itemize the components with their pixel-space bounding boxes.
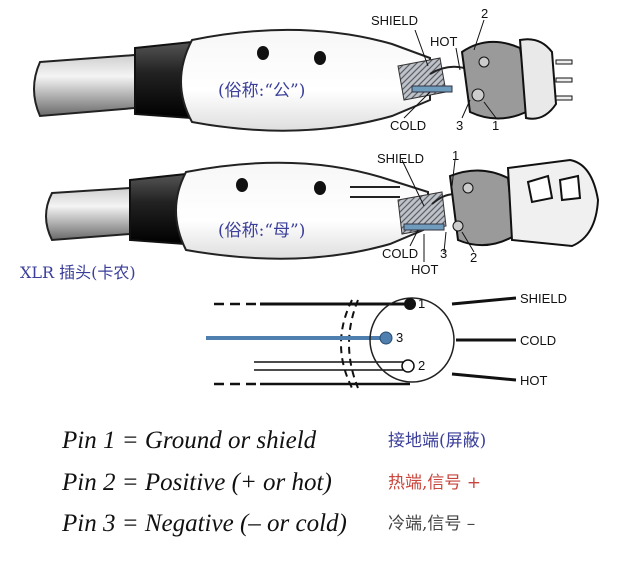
- schematic-pin2-label: 2: [418, 358, 425, 373]
- leader-line: [401, 159, 425, 207]
- female-screw-hole: [236, 178, 248, 192]
- male-label-pin1: 1: [492, 118, 499, 133]
- leader-line: [461, 231, 475, 253]
- title-cn: XLR 插头(卡农): [20, 263, 136, 282]
- male-end: [518, 38, 558, 120]
- male-pin-screw: [471, 88, 485, 102]
- female-label-pin2: 2: [470, 250, 477, 265]
- legend-pin3-zh: 冷端,信号 –: [388, 514, 475, 534]
- male-caption: (俗称:“公”): [218, 81, 305, 101]
- male-shell: [180, 28, 431, 132]
- schematic-pin1-label: 1: [418, 296, 425, 311]
- male-pin: [555, 77, 573, 83]
- schematic-connector-circle: [369, 297, 455, 383]
- female-cable: [45, 186, 131, 242]
- male-cold-wire: [411, 85, 453, 93]
- female-connector: (俗称:“母”) SHIELD COLD HOT 1 3 2: [45, 148, 600, 277]
- male-pin: [555, 59, 573, 65]
- female-insert: [448, 169, 516, 247]
- female-label-cold: COLD: [382, 246, 418, 261]
- male-insert: [460, 41, 532, 120]
- schematic-pin1: [404, 298, 416, 310]
- pin-legend: Pin 1 = Ground or shield 接地端(屏蔽) Pin 2 =…: [61, 427, 486, 537]
- leader-line: [473, 19, 485, 51]
- male-label-cold: COLD: [390, 118, 426, 133]
- leader-line: [455, 47, 461, 71]
- leader-line: [409, 229, 419, 247]
- male-pin: [555, 95, 573, 101]
- male-screw-hole: [257, 46, 269, 60]
- legend-pin1-zh: 接地端(屏蔽): [388, 431, 486, 451]
- female-label-shield: SHIELD: [377, 151, 424, 166]
- female-pin-screw: [462, 182, 474, 194]
- schematic-shield-loop: [340, 299, 359, 389]
- male-pin-screw: [478, 56, 490, 68]
- schematic-shield-label: SHIELD: [520, 291, 567, 306]
- female-cold-wire: [403, 223, 445, 231]
- legend-pin1-en: Pin 1 = Ground or shield: [61, 427, 317, 454]
- male-label-hot: HOT: [430, 34, 458, 49]
- leader-line: [403, 91, 431, 119]
- female-label-pin1: 1: [452, 148, 459, 163]
- female-label-hot: HOT: [411, 262, 439, 277]
- leader-line: [483, 101, 497, 119]
- schematic-cold-label: COLD: [520, 333, 556, 348]
- schematic-pin3: [379, 331, 393, 345]
- male-label-pin2: 2: [481, 6, 488, 21]
- male-screw-hole: [314, 51, 326, 65]
- female-window: [526, 174, 554, 204]
- female-pin-screw: [452, 220, 464, 232]
- schematic-pin2: [401, 359, 415, 373]
- female-screw-hole: [314, 181, 326, 195]
- male-label-shield: SHIELD: [371, 13, 418, 28]
- legend-pin3-en: Pin 3 = Negative (– or cold): [61, 510, 347, 537]
- male-connector: (俗称:“公”) SHIELD HOT COLD 2 3 1: [33, 6, 573, 133]
- male-label-pin3: 3: [456, 118, 463, 133]
- schematic-hot-lead: [451, 372, 517, 382]
- leader-line: [461, 99, 471, 119]
- male-cable: [33, 53, 136, 118]
- legend-pin2-en: Pin 2 = Positive (+ or hot): [61, 469, 332, 496]
- schematic-hot-label: HOT: [520, 373, 548, 388]
- female-housing: [506, 158, 600, 248]
- wiring-schematic: 1 3 2 SHIELD COLD HOT: [206, 291, 567, 389]
- female-window: [558, 174, 582, 202]
- female-label-pin3: 3: [440, 246, 447, 261]
- male-shield-braid: [397, 57, 447, 101]
- legend-pin2-zh: 热端,信号 +: [388, 473, 481, 493]
- female-caption: (俗称:“母”): [218, 221, 305, 241]
- leader-line: [451, 159, 456, 187]
- schematic-shield-lead: [451, 296, 517, 306]
- leader-line: [414, 29, 429, 67]
- leader-line: [443, 231, 447, 253]
- female-shell: [175, 161, 429, 260]
- schematic-pin3-label: 3: [396, 330, 403, 345]
